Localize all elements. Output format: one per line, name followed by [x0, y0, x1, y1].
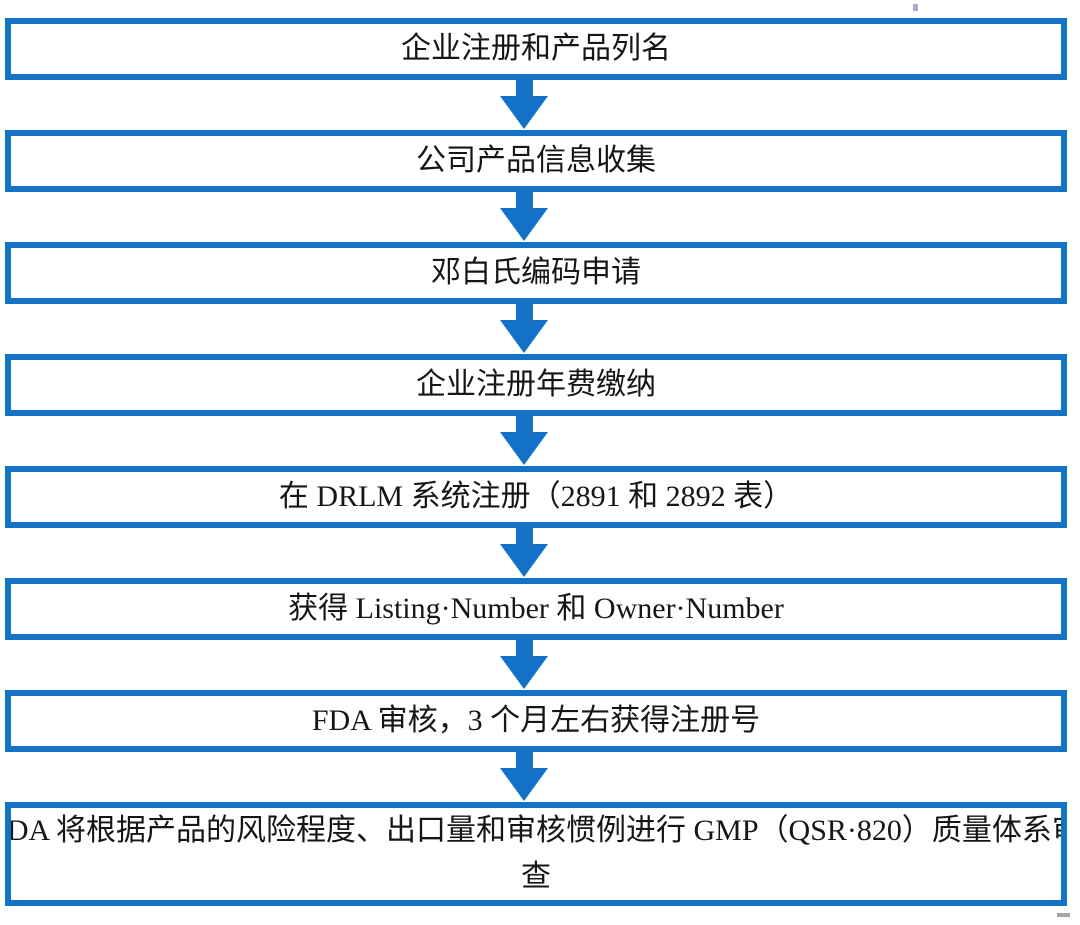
flow-step-2-label: 公司产品信息收集 — [416, 144, 656, 177]
down-arrow-icon — [0, 304, 1080, 354]
flow-step-4-label: 企业注册年费缴纳 — [416, 368, 656, 401]
flow-step-6-label: 获得 Listing·Number 和 Owner·Number — [288, 592, 784, 625]
flow-step-1-label: 企业注册和产品列名 — [401, 32, 671, 65]
flow-step-4: 企业注册年费缴纳 — [5, 354, 1067, 416]
flow-step-5-label: 在 DRLM 系统注册（2891 和 2892 表） — [278, 480, 794, 513]
flow-step-8-label-line1: FDA 将根据产品的风险程度、出口量和审核惯例进行 GMP（QSR·820）质量… — [5, 814, 1067, 847]
down-arrow-icon — [0, 752, 1080, 802]
flow-step-7: FDA 审核，3 个月左右获得注册号 — [5, 690, 1067, 752]
flow-step-6: 获得 Listing·Number 和 Owner·Number — [5, 578, 1067, 640]
flow-step-7-label: FDA 审核，3 个月左右获得注册号 — [311, 704, 761, 737]
stray-mark-bottom — [1057, 913, 1070, 917]
flow-step-8-label-line2: 查 — [521, 860, 551, 893]
down-arrow-icon — [0, 640, 1080, 690]
flow-step-2: 公司产品信息收集 — [5, 130, 1067, 192]
down-arrow-icon — [0, 192, 1080, 242]
flow-step-8: FDA 将根据产品的风险程度、出口量和审核惯例进行 GMP（QSR·820）质量… — [5, 802, 1067, 906]
stray-mark-top — [913, 4, 918, 11]
flow-step-5: 在 DRLM 系统注册（2891 和 2892 表） — [5, 466, 1067, 528]
flow-step-1: 企业注册和产品列名 — [5, 18, 1067, 80]
flow-step-3: 邓白氏编码申请 — [5, 242, 1067, 304]
down-arrow-icon — [0, 80, 1080, 130]
flow-step-3-label: 邓白氏编码申请 — [431, 256, 641, 289]
down-arrow-icon — [0, 528, 1080, 578]
down-arrow-icon — [0, 416, 1080, 466]
